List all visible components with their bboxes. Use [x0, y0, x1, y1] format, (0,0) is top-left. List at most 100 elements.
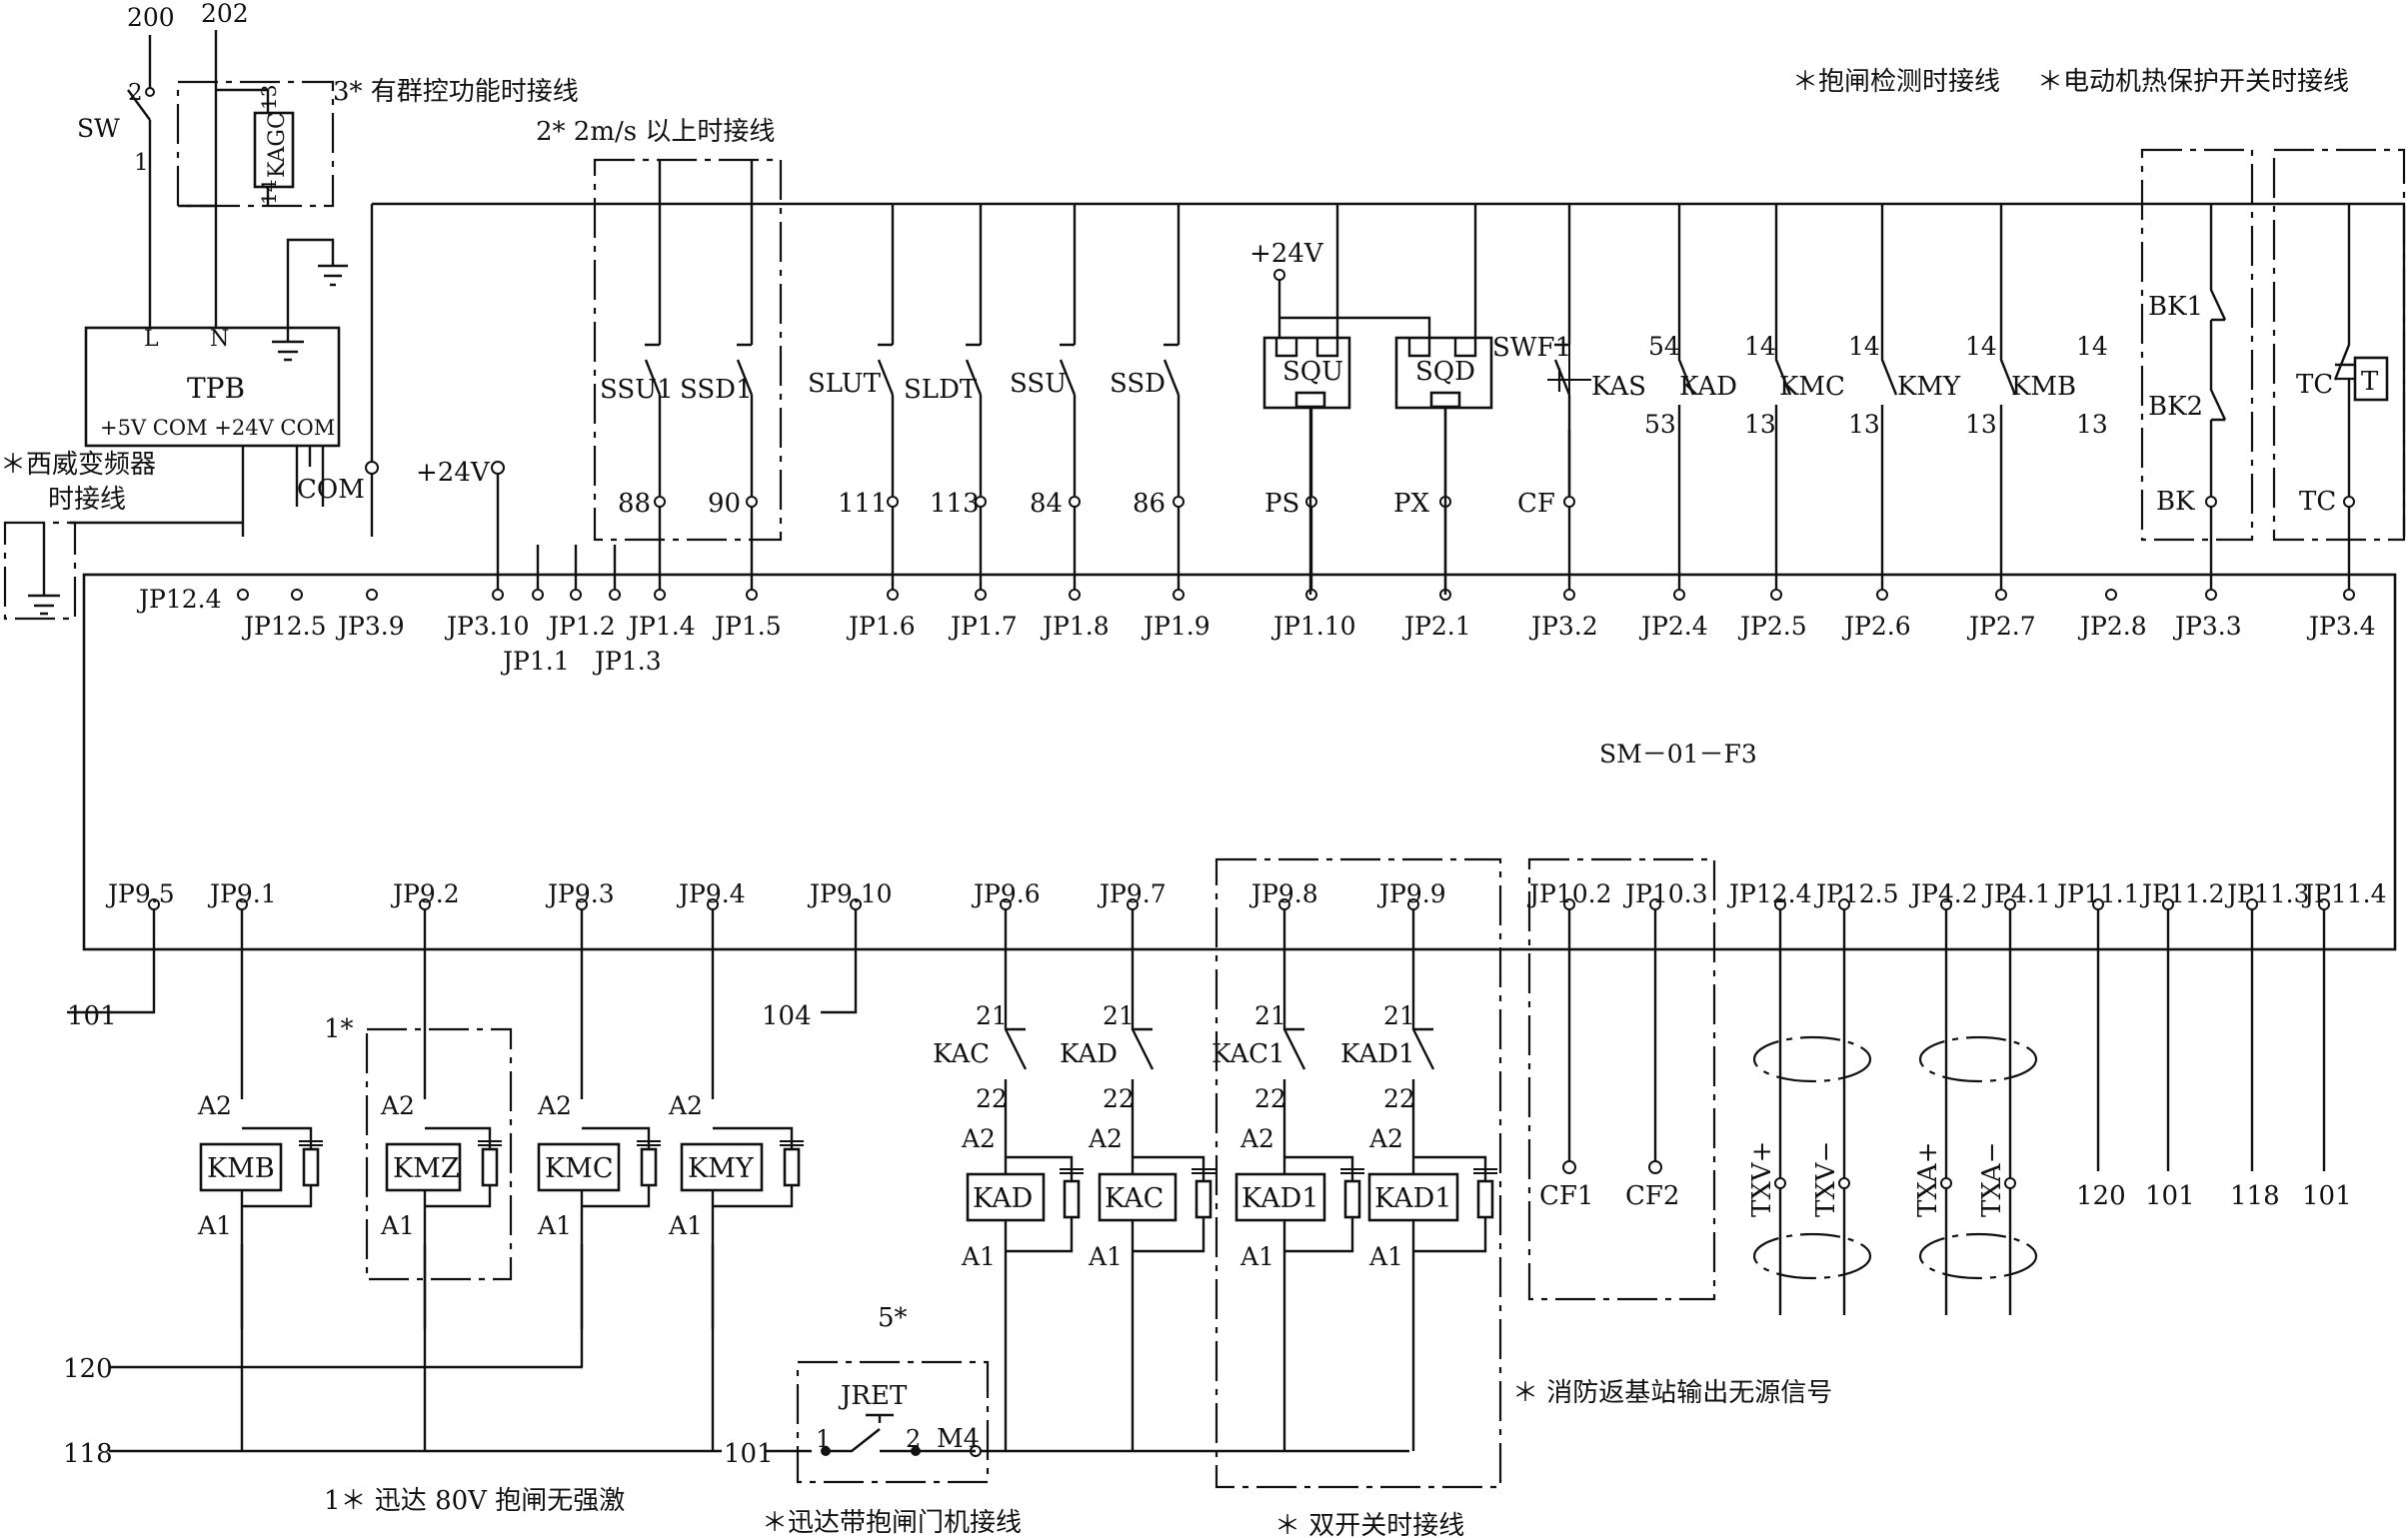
relay-kac-a1: A1 [1088, 1242, 1123, 1271]
terminal-JP1-2 [570, 589, 582, 601]
terminal-label: JP1.5 [712, 612, 782, 641]
j2: 2 [906, 1425, 921, 1453]
switch-sw-p1: 1 [134, 150, 149, 176]
wire-200-label: 200 [127, 3, 175, 32]
board-name: SM－01－F3 [1599, 740, 1757, 769]
w101d: 101 [724, 1439, 774, 1469]
coil-kmz-a2: A2 [380, 1091, 415, 1120]
note-fire-return: ＊ 消防返基站输出无源信号 [1512, 1378, 1832, 1408]
terminal-JP1-1 [532, 589, 544, 601]
w101a: 101 [67, 1001, 117, 1031]
n88-label: 88 [618, 489, 651, 519]
com-label: COM [297, 475, 365, 505]
ssu-label: SSU [1010, 369, 1067, 399]
cf-label: CF [1517, 489, 1555, 519]
sldt-label: SLDT [904, 375, 978, 405]
kad-label: KAD [1679, 372, 1737, 402]
terminal-label: JP9.1 [207, 879, 277, 908]
tpb-l: L [144, 327, 159, 352]
contact-px: PX [1393, 408, 1451, 590]
bk-label: BK [2156, 487, 2195, 517]
txa-p: TXA+ [1913, 1142, 1943, 1218]
ssd-label: SSD [1110, 369, 1166, 399]
terminal-JP3-2 [1563, 589, 1575, 601]
switch-sw: SW [77, 114, 120, 143]
w101b: 101 [2145, 1181, 2195, 1211]
terminal-JP2-8 [2105, 589, 2117, 601]
txv-n: TXV− [1811, 1141, 1841, 1217]
cf1: CF1 [1539, 1181, 1593, 1211]
terminal-label: JP1.3 [592, 647, 662, 676]
ps-label: PS [1264, 489, 1299, 519]
swf1-label: SWF1 [1492, 333, 1571, 363]
kad-top-pin: 14 [1744, 332, 1776, 361]
coil-kmy-a1: A1 [668, 1211, 703, 1240]
coil-kmc-a2: A2 [537, 1091, 572, 1120]
n84-label: 84 [1030, 489, 1063, 519]
kagc-14: 14 [257, 180, 281, 205]
terminal-JP2-7 [1995, 589, 2007, 601]
terminal-JP3-4 [2343, 589, 2355, 601]
terminal-label: JP2.7 [1966, 612, 2036, 641]
terminal-label: JP3.3 [2172, 612, 2242, 641]
w120b: 120 [2076, 1181, 2126, 1211]
w104: 104 [762, 1001, 812, 1031]
kmy-label: KMY [1897, 372, 1961, 402]
coil-kmb-a1: A1 [197, 1211, 232, 1240]
terminal-JP1-6 [887, 589, 899, 601]
terminal-label: JP9.3 [545, 879, 615, 908]
relay-kad-22: 22 [976, 1084, 1008, 1113]
relay-kad1b-22: 22 [1383, 1084, 1415, 1113]
relay-kac-21: 21 [1103, 1001, 1135, 1030]
terminal-JP3-10 [492, 589, 504, 601]
relay-kad1-21: 21 [1254, 1001, 1286, 1030]
terminal-label: JP4.2 [1908, 879, 1978, 908]
tpb-box [84, 326, 341, 448]
terminal-label: JP9.4 [676, 879, 746, 908]
coil-kmy-a2: A2 [668, 1091, 703, 1120]
w101c: 101 [2302, 1181, 2352, 1211]
terminal-label: JP10.2 [1526, 879, 1612, 908]
coil-kmy-label: KMY [688, 1153, 755, 1184]
terminal-label: JP11.1 [2054, 879, 2140, 908]
terminal-JP1-5 [746, 589, 758, 601]
tpb-pins: +5V COM +24V COM [100, 416, 335, 440]
ssu1-label: SSU1 [600, 375, 674, 405]
kas-label: KAS [1591, 372, 1646, 402]
kas-top-pin: 54 [1648, 332, 1680, 361]
w118b: 118 [2230, 1181, 2280, 1211]
terminal-label: JP9.6 [971, 879, 1041, 908]
tpb-n: N [210, 327, 229, 352]
tpb-label: TPB [187, 372, 245, 405]
terminal-label: JP3.10 [444, 612, 530, 641]
note-speed-2ms: 2* 2m/s 以上时接线 [536, 117, 775, 147]
terminal-label: JP1.9 [1141, 612, 1210, 641]
wire-202-label: 202 [201, 0, 249, 28]
switch-sw-p2: 2 [128, 80, 143, 106]
terminal-label: JP9.8 [1248, 879, 1318, 908]
relay-kad-21: 21 [976, 1001, 1008, 1030]
note-xunda80v: 1＊ 迅达 80V 抱闸无强激 [324, 1486, 625, 1516]
terminal-label: JP9.9 [1376, 879, 1446, 908]
terminal-JP2-6 [1876, 589, 1888, 601]
coil-kmc-label: KMC [545, 1153, 613, 1184]
note-thermal: ＊电动机热保护开关时接线 [2037, 67, 2349, 97]
n90-label: 90 [708, 489, 741, 519]
tc2-label: TC [2299, 487, 2336, 517]
kmc-label: KMC [1779, 372, 1845, 402]
slut-label: SLUT [808, 369, 882, 399]
n111-label: 111 [838, 489, 888, 519]
kmc-bot-pin: 13 [1848, 410, 1880, 439]
terminal-label: JP1.1 [500, 647, 570, 676]
terminal-label: JP12.5 [1813, 879, 1899, 908]
terminal-label: JP11.2 [2139, 879, 2225, 908]
squ-label: SQU [1282, 357, 1343, 387]
